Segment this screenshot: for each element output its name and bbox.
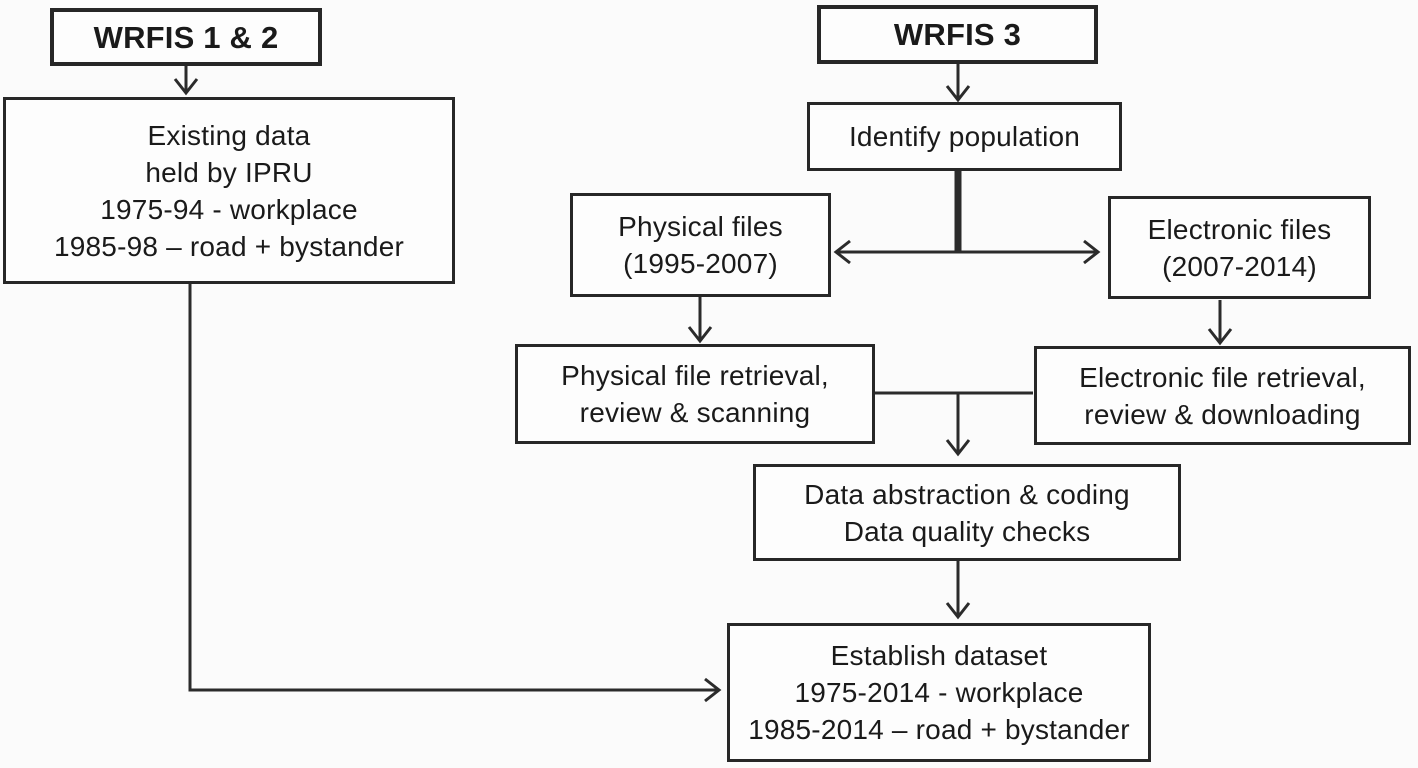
arrow-wrfis3-to-identify bbox=[945, 64, 971, 103]
node-physical-retrieval-line: Physical file retrieval, bbox=[561, 360, 829, 391]
node-physical-files: Physical files (1995-2007) bbox=[570, 193, 831, 297]
node-establish-dataset-line: 1975-2014 - workplace bbox=[794, 677, 1084, 708]
node-physical-retrieval: Physical file retrieval, review & scanni… bbox=[515, 344, 875, 444]
arrow-physfiles-to-physret bbox=[687, 297, 713, 344]
node-existing-data-line: held by IPRU bbox=[145, 156, 313, 188]
node-data-abstraction-line: Data abstraction & coding bbox=[804, 478, 1130, 510]
node-electronic-retrieval-line: review & downloading bbox=[1084, 398, 1361, 430]
arrow-merge-to-abstraction bbox=[874, 391, 1033, 457]
arrow-elecfiles-to-elecret bbox=[1207, 300, 1233, 346]
node-physical-files-line: (1995-2007) bbox=[623, 248, 778, 279]
node-data-abstraction-line: Data quality checks bbox=[843, 515, 1091, 547]
arrow-wrfis12-to-existing bbox=[173, 66, 199, 96]
node-wrfis-1-2-label: WRFIS 1 & 2 bbox=[93, 19, 279, 55]
node-electronic-files-line: (2007-2014) bbox=[1162, 250, 1317, 282]
node-electronic-files: Electronic files (2007-2014) bbox=[1108, 196, 1371, 299]
node-electronic-files-line: Electronic files bbox=[1147, 213, 1332, 245]
node-identify-population: Identify population bbox=[807, 102, 1122, 171]
node-establish-dataset-line: 1985-2014 – road + bystander bbox=[748, 714, 1130, 745]
node-wrfis-3-label: WRFIS 3 bbox=[893, 17, 1022, 52]
node-physical-files-line: Physical files bbox=[618, 211, 783, 242]
node-existing-data-line: 1985-98 – road + bystander bbox=[53, 230, 404, 262]
node-establish-dataset: Establish dataset 1975-2014 - workplace … bbox=[727, 623, 1151, 762]
node-electronic-retrieval: Electronic file retrieval, review & down… bbox=[1034, 346, 1411, 445]
node-wrfis-1-2: WRFIS 1 & 2 bbox=[50, 8, 322, 66]
node-existing-data-line: Existing data bbox=[147, 119, 311, 151]
node-identify-population-label: Identify population bbox=[848, 121, 1081, 152]
arrow-abstraction-to-establish bbox=[945, 561, 971, 620]
node-wrfis-3: WRFIS 3 bbox=[817, 5, 1098, 64]
node-existing-data: Existing data held by IPRU 1975-94 - wor… bbox=[3, 97, 455, 284]
arrow-branch-to-files bbox=[833, 239, 1101, 265]
node-existing-data-line: 1975-94 - workplace bbox=[100, 193, 358, 225]
node-establish-dataset-line: Establish dataset bbox=[830, 640, 1048, 671]
node-data-abstraction: Data abstraction & coding Data quality c… bbox=[753, 464, 1181, 561]
node-physical-retrieval-line: review & scanning bbox=[579, 397, 811, 428]
node-electronic-retrieval-line: Electronic file retrieval, bbox=[1079, 361, 1366, 393]
